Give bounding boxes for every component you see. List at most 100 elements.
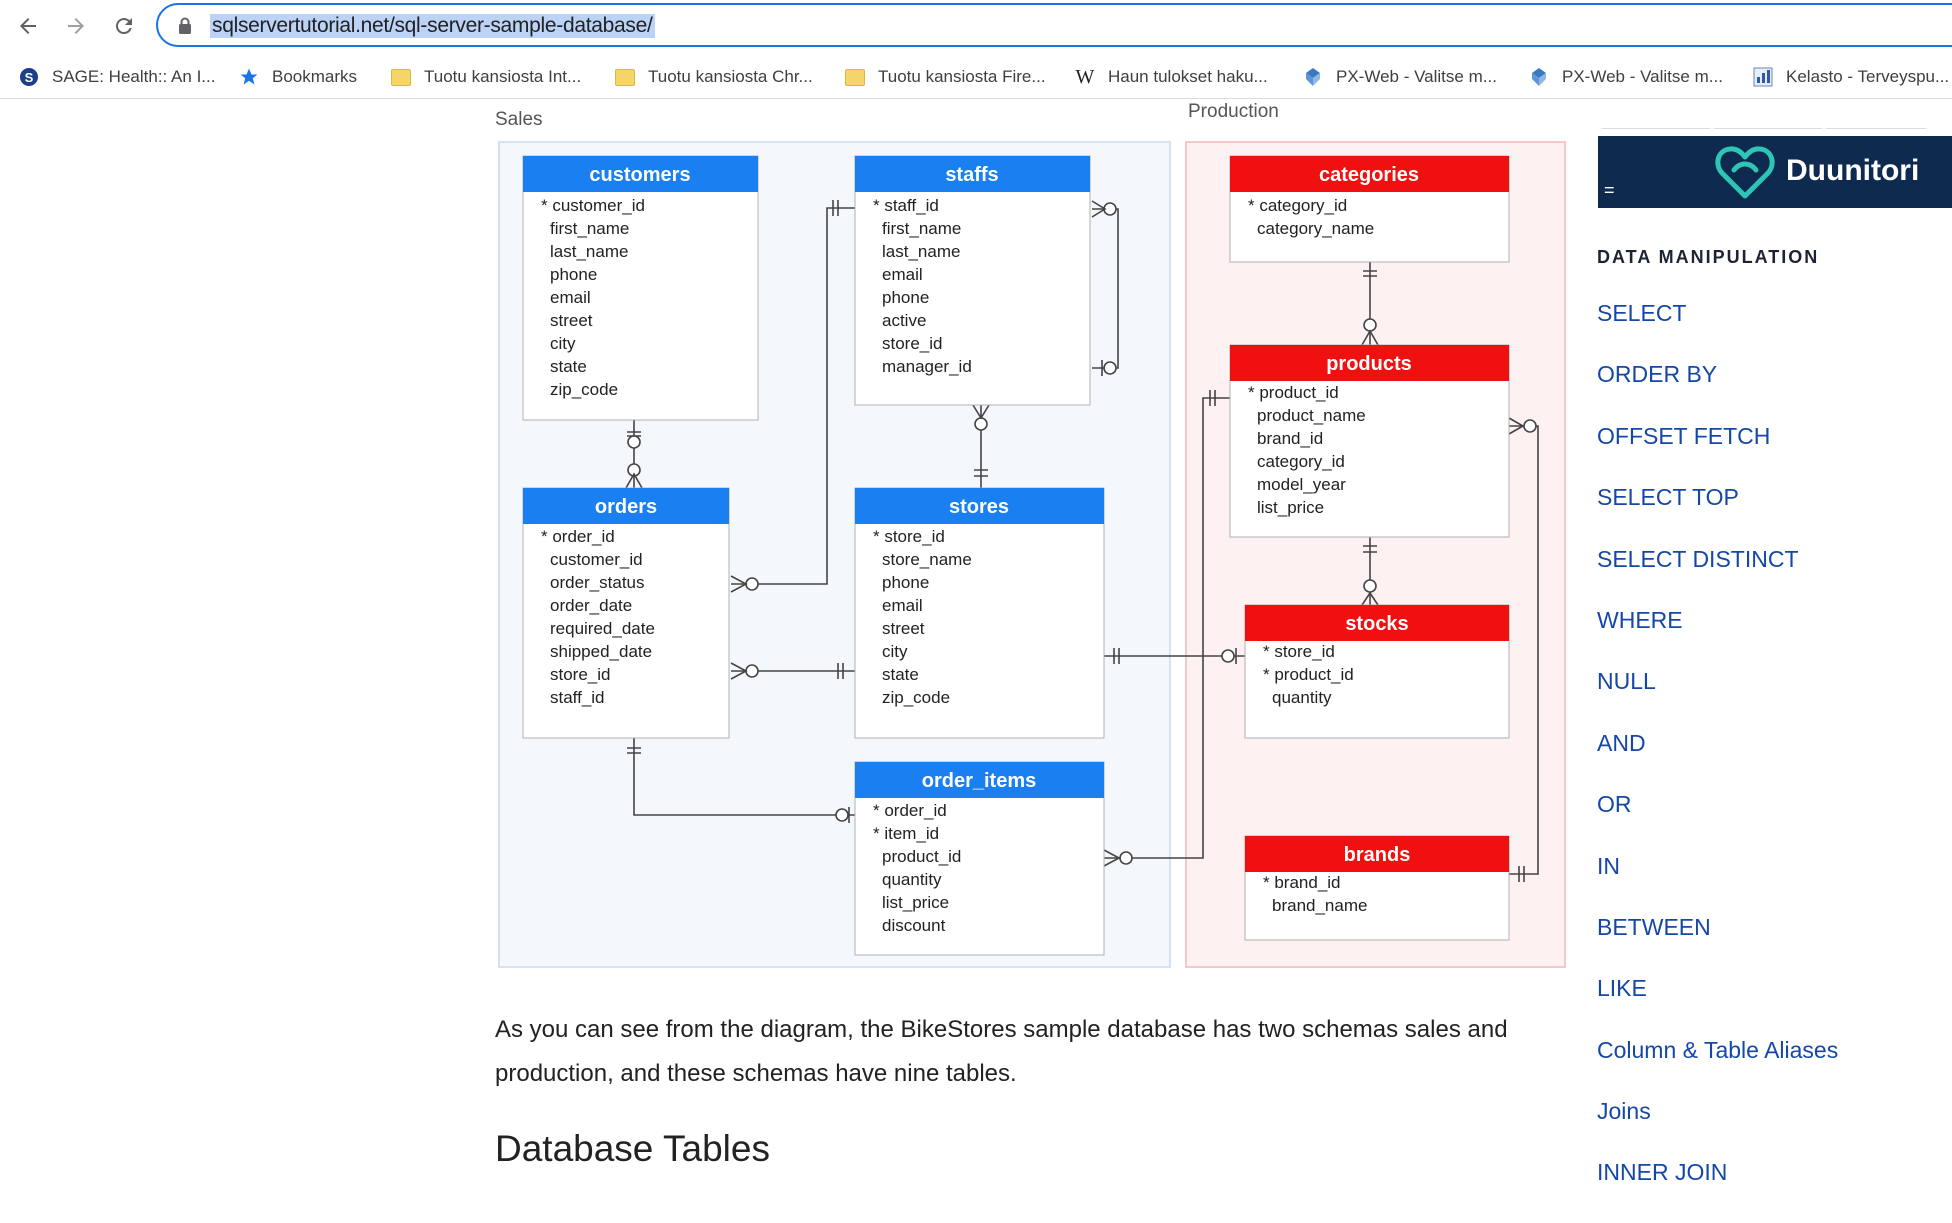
sales-schema-label: Sales <box>495 109 543 130</box>
folder-icon <box>390 66 412 88</box>
kelasto-icon <box>1752 66 1774 88</box>
bookmark-item[interactable]: Tuotu kansiosta Chr... <box>614 64 813 90</box>
sidebar-item-order-by[interactable]: ORDER BY <box>1597 361 1718 388</box>
bookmark-item[interactable]: Bookmarks <box>238 64 357 90</box>
bookmark-item[interactable]: PX-Web - Valitse m... <box>1528 64 1723 90</box>
field: model_year <box>1257 475 1346 494</box>
bookmark-item[interactable]: S SAGE: Health:: An I... <box>18 64 215 90</box>
field: phone <box>882 288 929 307</box>
sidebar-item-null[interactable]: NULL <box>1597 668 1656 695</box>
field: * customer_id <box>541 196 645 215</box>
table-title: order_items <box>922 770 1037 792</box>
wikipedia-icon: W <box>1075 65 1095 88</box>
field: email <box>882 596 923 615</box>
field: order_date <box>550 596 632 615</box>
bookmark-label: PX-Web - Valitse m... <box>1562 67 1723 86</box>
article-paragraph: As you can see from the diagram, the Bik… <box>495 1016 1508 1087</box>
sidebar-item-where[interactable]: WHERE <box>1597 606 1683 633</box>
sage-icon: S <box>18 66 40 88</box>
ad-tab[interactable] <box>1826 98 1926 129</box>
field: * category_id <box>1248 196 1347 215</box>
field: first_name <box>882 219 961 238</box>
field: category_name <box>1257 219 1374 238</box>
bookmark-label: Bookmarks <box>272 67 358 86</box>
reload-button[interactable] <box>108 10 140 42</box>
field: order_status <box>550 573 645 592</box>
sidebar-item-offset-fetch[interactable]: OFFSET FETCH <box>1597 422 1771 449</box>
folder-icon <box>614 66 636 88</box>
forward-button[interactable] <box>60 10 92 42</box>
field: manager_id <box>882 357 972 376</box>
sidebar-item-between[interactable]: BETWEEN <box>1597 913 1711 940</box>
ad-tabs <box>1598 98 1952 129</box>
bookmarks-bar: S SAGE: Health:: An I... Bookmarks Tuotu… <box>0 56 1952 99</box>
sidebar-item-in[interactable]: IN <box>1597 852 1620 879</box>
ad-tab[interactable] <box>1714 98 1822 129</box>
duunitori-logo-icon <box>1715 146 1775 199</box>
field: quantity <box>1272 688 1332 707</box>
pxweb-icon <box>1528 66 1550 88</box>
table-products: products * product_id product_name brand… <box>1229 344 1510 538</box>
bookmark-label: Kelasto - Terveyspu... <box>1786 67 1950 86</box>
bookmark-item[interactable]: PX-Web - Valitse m... <box>1302 64 1497 90</box>
sidebar-item-and[interactable]: AND <box>1597 729 1646 756</box>
field: city <box>550 334 576 353</box>
field: list_price <box>882 893 949 912</box>
field: city <box>882 642 908 661</box>
table-stocks: stocks * store_id * product_id quantity <box>1244 604 1510 739</box>
bookmark-item[interactable]: Kelasto - Terveyspu... <box>1752 64 1949 90</box>
sidebar-item-inner-join[interactable]: INNER JOIN <box>1597 1159 1728 1186</box>
table-categories: categories * category_id category_name <box>1229 155 1510 263</box>
field: email <box>550 288 591 307</box>
field: product_id <box>882 847 961 866</box>
field: discount <box>882 916 946 935</box>
table-staffs: staffs * staff_id first_name last_name e… <box>854 155 1091 406</box>
table-title: stocks <box>1345 613 1408 635</box>
field: * brand_id <box>1263 873 1341 892</box>
table-title: products <box>1326 353 1412 375</box>
field: * store_id <box>873 527 945 546</box>
sidebar-section-title: DATA MANIPULATION <box>1597 247 1820 267</box>
pxweb-icon <box>1302 66 1324 88</box>
field: quantity <box>882 870 942 889</box>
sidebar-item-select-top[interactable]: SELECT TOP <box>1597 484 1739 511</box>
url-text[interactable]: sqlservertutorial.net/sql-server-sample-… <box>210 14 655 38</box>
production-schema-panel <box>1185 141 1566 968</box>
field: street <box>882 619 925 638</box>
duunitori-ad-banner[interactable]: Duunitori = <box>1598 136 1952 208</box>
field: required_date <box>550 619 655 638</box>
browser-toolbar: sqlservertutorial.net/sql-server-sample-… <box>0 0 1952 52</box>
sidebar-item-select-distinct[interactable]: SELECT DISTINCT <box>1597 545 1799 572</box>
lock-icon <box>179 17 191 34</box>
bookmark-item[interactable]: Tuotu kansiosta Int... <box>390 64 581 90</box>
ad-tab[interactable] <box>1602 98 1710 129</box>
bookmark-label: PX-Web - Valitse m... <box>1336 67 1497 86</box>
svg-text:S: S <box>25 70 34 85</box>
field: brand_id <box>1257 429 1323 448</box>
field: * product_id <box>1248 383 1339 402</box>
field: active <box>882 311 926 330</box>
sidebar-item-or[interactable]: OR <box>1597 791 1632 818</box>
field: zip_code <box>882 688 950 707</box>
field: store_name <box>882 550 972 569</box>
sidebar-item-joins[interactable]: Joins <box>1597 1098 1651 1125</box>
bookmark-label: Tuotu kansiosta Chr... <box>648 67 813 86</box>
folder-icon <box>844 66 866 88</box>
bookmark-label: SAGE: Health:: An I... <box>52 67 216 86</box>
production-schema-label: Production <box>1188 101 1279 122</box>
sidebar-item-select[interactable]: SELECT <box>1597 300 1687 326</box>
back-button[interactable] <box>12 10 44 42</box>
bookmark-item[interactable]: W Haun tulokset haku... <box>1074 64 1268 90</box>
forward-arrow-icon <box>68 18 84 34</box>
address-bar[interactable]: sqlservertutorial.net/sql-server-sample-… <box>156 3 1952 47</box>
field: store_id <box>550 665 610 684</box>
field: list_price <box>1257 498 1324 517</box>
sidebar-item-aliases[interactable]: Column & Table Aliases <box>1597 1036 1839 1063</box>
ad-menu-icon[interactable]: = <box>1604 180 1615 200</box>
bookmark-item[interactable]: Tuotu kansiosta Fire... <box>844 64 1046 90</box>
field: email <box>882 265 923 284</box>
field: * item_id <box>873 824 939 843</box>
field: * product_id <box>1263 665 1354 684</box>
bookmark-label: Tuotu kansiosta Fire... <box>878 67 1046 86</box>
sidebar-item-like[interactable]: LIKE <box>1597 975 1647 1002</box>
